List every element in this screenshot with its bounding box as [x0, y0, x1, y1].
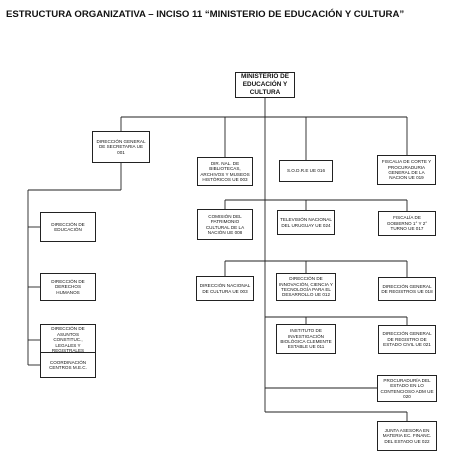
- node-dir-general-secretaria: DIRECCIÓN GENERAL DE SECRETARIA UE 001: [92, 131, 150, 163]
- node-dir-general-secretaria-label: DIRECCIÓN GENERAL DE SECRETARIA UE 001: [96, 138, 146, 155]
- node-biblioteca-nacional-label: DIR. NAL. DE BIBLIOTECAS, ARCHIVOS Y MUS…: [200, 160, 250, 182]
- node-comision-patrimonio: COMISIÓN DEL PATRIMONIO CULTURAL DE LA N…: [197, 209, 253, 240]
- node-dir-registro-estado-civil: DIRECCIÓN GENERAL DE REGISTRO DE ESTADO …: [378, 325, 436, 354]
- node-sodre: S.O.D.R.E UE 016: [279, 160, 333, 182]
- node-comision-patrimonio-label: COMISIÓN DEL PATRIMONIO CULTURAL DE LA N…: [205, 213, 245, 235]
- node-television-nacional: TELEVISIÓN NACIONAL DEL URUGUAY UE 024: [277, 210, 335, 235]
- node-procuraduria-estado: PROCURADURÍA DEL ESTADO EN LO CONTENCIOS…: [377, 375, 437, 402]
- node-fiscalia-gobierno-label: FISCALÍA DE GOBIERNO 1° Y 2° TURNO UE 01…: [386, 215, 428, 232]
- node-television-nacional-label: TELEVISIÓN NACIONAL DEL URUGUAY UE 024: [280, 217, 332, 228]
- node-fiscalia-corte: FISCALIA DE CORTE Y PROCURADURIA GENERAL…: [377, 155, 436, 185]
- node-coordinacion-centros-mec-label: COORDINACIÓN CENTROS M.E.C.: [49, 359, 87, 370]
- node-dir-innovacion: DIRECCIÓN DE INNOVACIÓN, CIENCIA Y TECNO…: [276, 273, 336, 301]
- node-dir-educacion: DIRECCIÓN DE EDUCACIÓN: [40, 212, 96, 242]
- node-junta-asesora-label: JUNTA ASESORA EN MATERIA EC. FINANC. DEL…: [382, 427, 432, 444]
- node-dir-derechos-humanos: DIRECCIÓN DE DERECHOS HUMANOS: [40, 273, 96, 301]
- node-instituto-clemente-estable: INSTITUTO DE INVESTIGACIÓN BIOLÓGICA CLE…: [276, 324, 336, 354]
- node-dir-nacional-cultura-label: DIRECCIÓN NACIONAL DE CULTURA UE 003: [199, 283, 251, 294]
- node-dir-derechos-humanos-label: DIRECCIÓN DE DERECHOS HUMANOS: [51, 278, 85, 295]
- node-coordinacion-centros-mec: COORDINACIÓN CENTROS M.E.C.: [40, 352, 96, 378]
- node-dir-nacional-cultura: DIRECCIÓN NACIONAL DE CULTURA UE 003: [196, 276, 254, 301]
- node-dir-asuntos-constitucionales-label: DIRECCIÓN DE ASUNTOS CONSTITUC., LEGALES…: [51, 326, 85, 354]
- node-dir-innovacion-label: DIRECCIÓN DE INNOVACIÓN, CIENCIA Y TECNO…: [279, 276, 333, 298]
- node-ministerio: MINISTERIO DE EDUCACIÓN Y CULTURA: [235, 72, 295, 98]
- node-fiscalia-gobierno: FISCALÍA DE GOBIERNO 1° Y 2° TURNO UE 01…: [378, 211, 436, 236]
- node-junta-asesora: JUNTA ASESORA EN MATERIA EC. FINANC. DEL…: [377, 421, 437, 451]
- node-procuraduria-estado-label: PROCURADURÍA DEL ESTADO EN LO CONTENCIOS…: [380, 377, 434, 399]
- node-sodre-label: S.O.D.R.E UE 016: [286, 168, 326, 174]
- node-biblioteca-nacional: DIR. NAL. DE BIBLIOTECAS, ARCHIVOS Y MUS…: [197, 157, 253, 186]
- node-dir-registro-estado-civil-label: DIRECCIÓN GENERAL DE REGISTRO DE ESTADO …: [382, 331, 432, 348]
- node-ministerio-label: MINISTERIO DE EDUCACIÓN Y CULTURA: [241, 73, 289, 96]
- node-dir-general-registros: DIRECCIÓN GENERAL DE REGISTROS UE 018: [378, 277, 436, 301]
- page-title: ESTRUCTURA ORGANIZATIVA – INCISO 11 “MIN…: [6, 9, 405, 20]
- node-instituto-clemente-estable-label: INSTITUTO DE INVESTIGACIÓN BIOLÓGICA CLE…: [280, 328, 332, 350]
- node-fiscalia-corte-label: FISCALIA DE CORTE Y PROCURADURIA GENERAL…: [381, 159, 432, 181]
- node-dir-asuntos-constitucionales: DIRECCIÓN DE ASUNTOS CONSTITUC., LEGALES…: [40, 324, 96, 356]
- node-dir-educacion-label: DIRECCIÓN DE EDUCACIÓN: [51, 221, 85, 232]
- node-dir-general-registros-label: DIRECCIÓN GENERAL DE REGISTROS UE 018: [381, 283, 433, 294]
